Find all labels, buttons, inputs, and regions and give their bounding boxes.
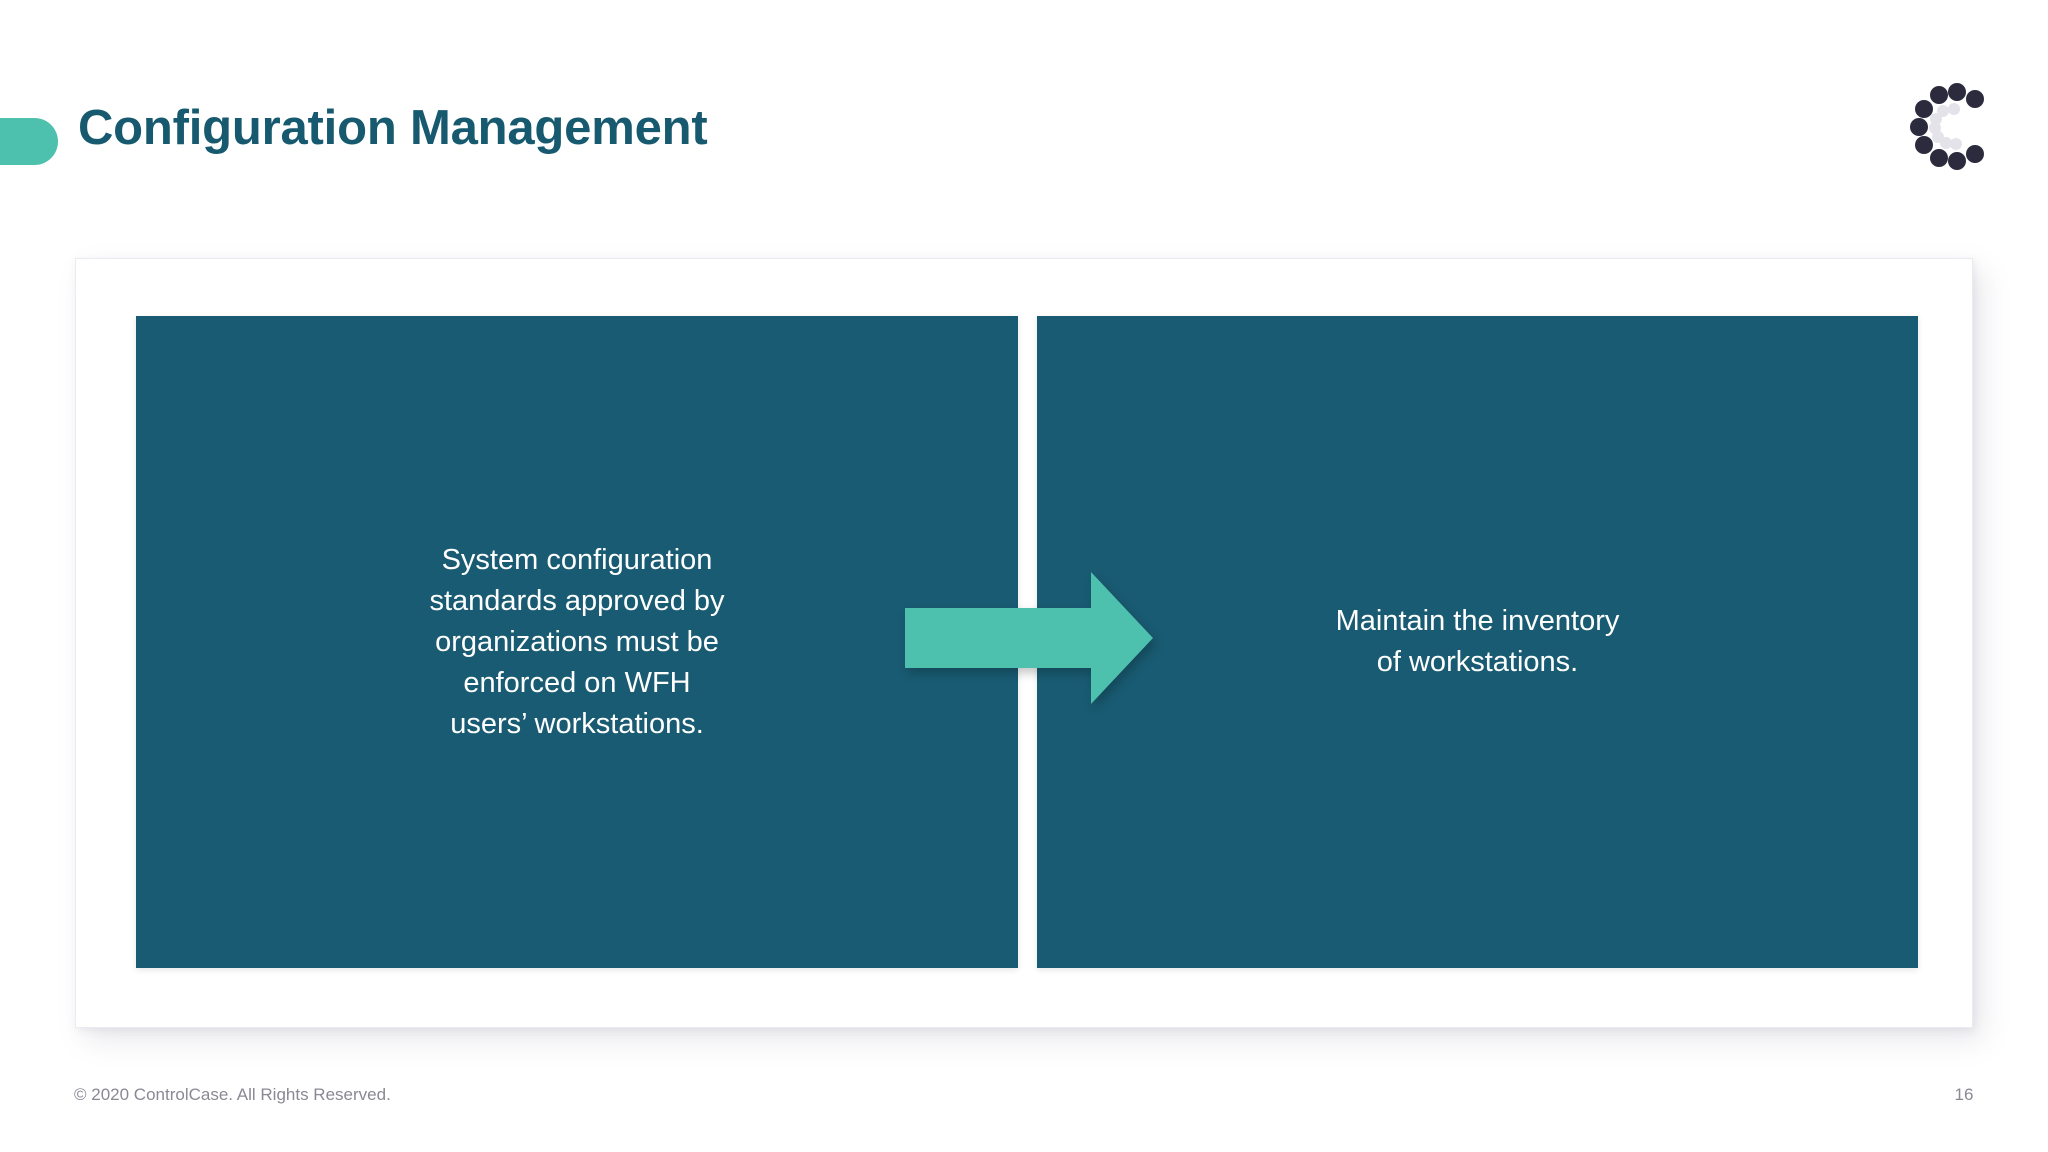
flow-arrow-right-icon <box>905 572 1153 704</box>
info-box-left-text: System configuration standards approved … <box>429 543 725 740</box>
info-box-right-text: Maintain the inventory of workstations. <box>1335 605 1620 678</box>
footer-page-number: 16 <box>1954 1085 1974 1104</box>
slide-header: Configuration Management <box>0 0 2048 230</box>
info-box-left: System configuration standards approved … <box>136 316 1018 968</box>
page-title: Configuration Management <box>78 101 708 155</box>
title-accent-pill <box>0 118 58 165</box>
content-boxes: System configuration standards approved … <box>136 316 1918 968</box>
info-box-right: Maintain the inventory of workstations. <box>1037 316 1918 968</box>
footer-copyright: © 2020 ControlCase. All Rights Reserved. <box>74 1085 391 1104</box>
controlcase-logo-icon <box>1908 82 1996 170</box>
